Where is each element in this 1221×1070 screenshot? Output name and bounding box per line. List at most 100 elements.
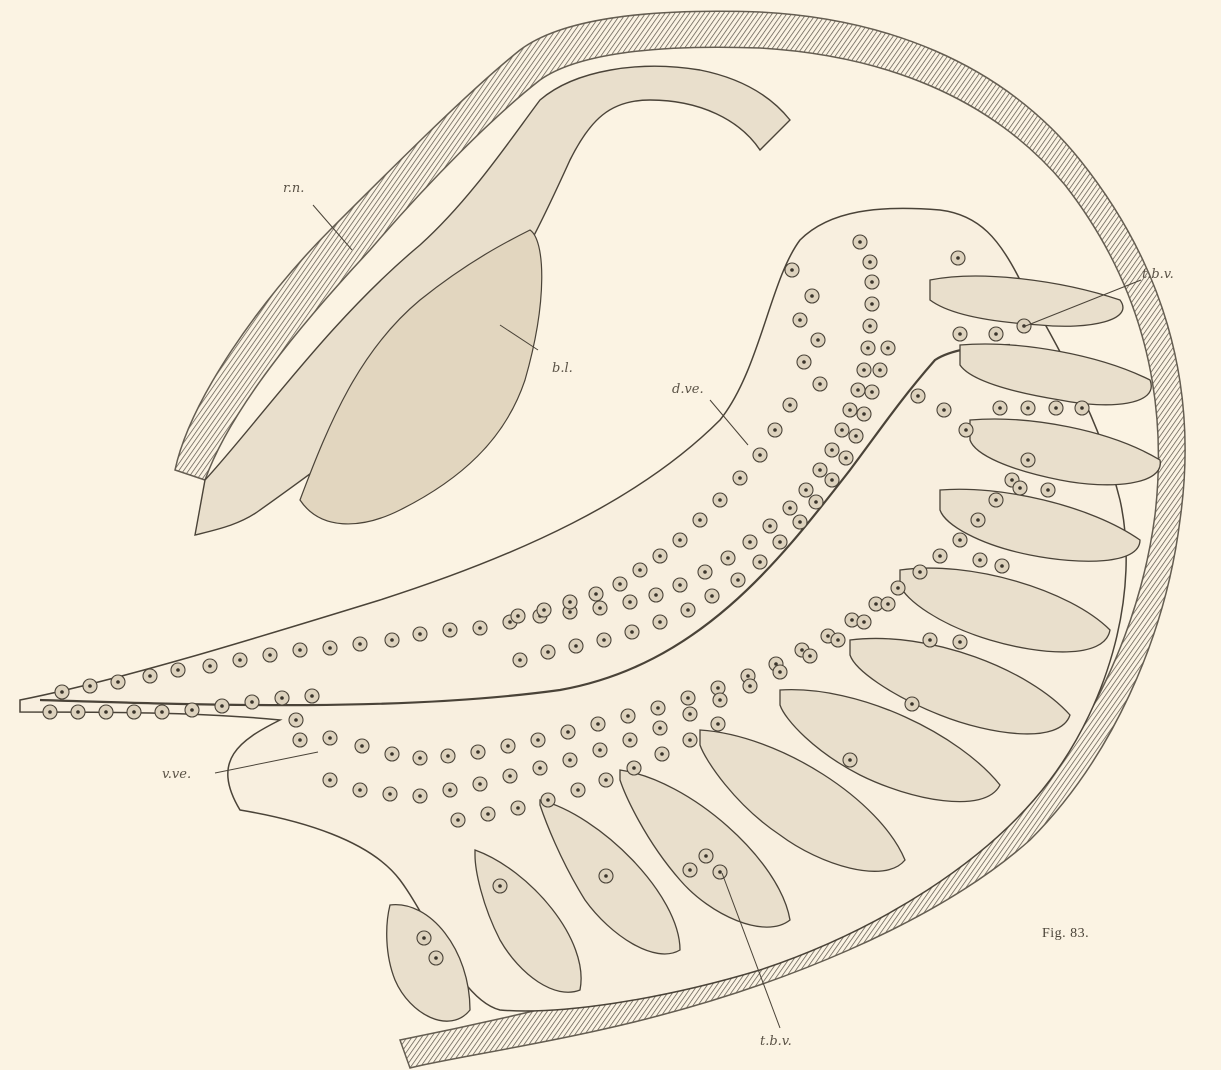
cell-nucleus [738,476,742,480]
cell-nucleus [726,556,730,560]
cell-nucleus [574,644,578,648]
cell-nucleus [790,268,794,272]
cell-nucleus [328,646,332,650]
cell-nucleus [516,806,520,810]
cell-nucleus [798,520,802,524]
cell-nucleus [956,256,960,260]
cell-nucleus [810,294,814,298]
cell-nucleus [390,752,394,756]
cell-nucleus [660,752,664,756]
cell-nucleus [388,792,392,796]
cell-nucleus [568,758,572,762]
cell-nucleus [808,654,812,658]
cell-nucleus [148,674,152,678]
cell-nucleus [594,592,598,596]
cell-nucleus [268,653,272,657]
cell-nucleus [826,634,830,638]
cell-nucleus [630,630,634,634]
cell-nucleus [508,774,512,778]
cell-nucleus [220,704,224,708]
cell-nucleus [886,602,890,606]
cell-nucleus [618,582,622,586]
cell-nucleus [868,260,872,264]
cell-nucleus [703,570,707,574]
cell-nucleus [566,730,570,734]
cell-nucleus [994,332,998,336]
cell-nucleus [896,586,900,590]
cell-nucleus [773,428,777,432]
cell-nucleus [1046,488,1050,492]
cell-nucleus [538,766,542,770]
cell-nucleus [874,602,878,606]
cell-nucleus [688,868,692,872]
cell-nucleus [958,538,962,542]
cell-nucleus [848,758,852,762]
cell-nucleus [478,782,482,786]
cell-nucleus [718,870,722,874]
cell-nucleus [1018,486,1022,490]
cell-nucleus [104,710,108,714]
cell-nucleus [964,428,968,432]
cell-nucleus [76,710,80,714]
cell-nucleus [358,642,362,646]
cell-nucleus [448,788,452,792]
cell-nucleus [418,794,422,798]
cell-nucleus [938,554,942,558]
cell-nucleus [870,302,874,306]
cell-nucleus [844,456,848,460]
cell-nucleus [654,593,658,597]
cell-nucleus [870,280,874,284]
cell-nucleus [88,684,92,688]
cell-nucleus [1080,406,1084,410]
cell-nucleus [656,706,660,710]
cell-nucleus [686,696,690,700]
cell-nucleus [486,812,490,816]
cell-nucleus [190,708,194,712]
cell-nucleus [818,468,822,472]
cell-nucleus [788,403,792,407]
cell-nucleus [542,608,546,612]
cell-nucleus [942,408,946,412]
cell-nucleus [418,632,422,636]
cell-nucleus [710,594,714,598]
cell-nucleus [678,538,682,542]
cell-nucleus [748,540,752,544]
cell-nucleus [418,756,422,760]
cell-nucleus [628,738,632,742]
cell-nucleus [658,726,662,730]
cell-nucleus [814,500,818,504]
cell-nucleus [1054,406,1058,410]
cell-nucleus [516,614,520,618]
label-dve: d.ve. [672,382,704,397]
cell-nucleus [716,686,720,690]
cell-nucleus [658,554,662,558]
cell-nucleus [390,638,394,642]
cell-nucleus [596,722,600,726]
cell-nucleus [576,788,580,792]
cell-nucleus [536,738,540,742]
cell-nucleus [448,628,452,632]
cell-nucleus [132,710,136,714]
cell-nucleus [848,408,852,412]
cell-nucleus [546,650,550,654]
cell-nucleus [830,478,834,482]
cell-nucleus [280,696,284,700]
cell-nucleus [434,956,438,960]
cell-nucleus [856,388,860,392]
cell-nucleus [598,606,602,610]
cell-nucleus [778,540,782,544]
cell-nucleus [998,406,1002,410]
cell-nucleus [310,694,314,698]
cell-nucleus [862,412,866,416]
cell-nucleus [878,368,882,372]
cell-nucleus [928,638,932,642]
cell-nucleus [830,448,834,452]
cell-nucleus [116,680,120,684]
cell-nucleus [704,854,708,858]
cell-nucleus [798,318,802,322]
cell-nucleus [746,674,750,678]
cell-nucleus [208,664,212,668]
cell-nucleus [976,518,980,522]
cell-nucleus [604,778,608,782]
